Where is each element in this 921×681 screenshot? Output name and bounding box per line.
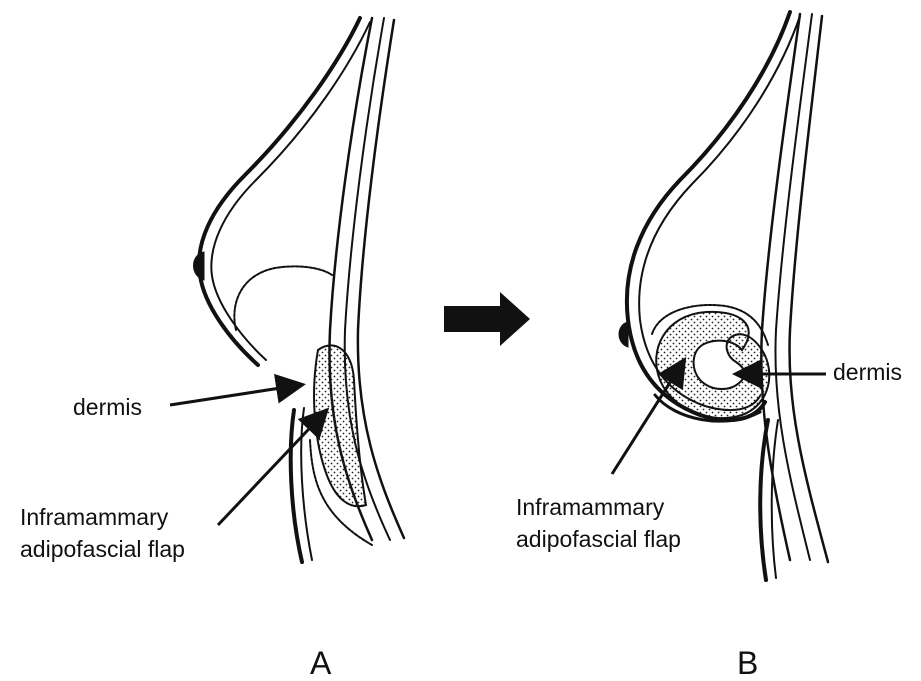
panel-b-dermis-label: dermis — [833, 358, 902, 386]
panel-a-flap-arrow — [218, 412, 325, 525]
panel-b-flap-label-line1: Inframammary — [516, 493, 664, 521]
panel-a-dermis-label: dermis — [73, 393, 142, 421]
panel-a-dermis-arrow — [170, 385, 300, 405]
panel-a-illustration — [194, 18, 405, 562]
panel-a-breast-skin-outer — [199, 18, 360, 365]
panel-b-chest-wall-1 — [761, 14, 800, 560]
panel-a-flap-label-line1: Inframammary — [20, 503, 168, 531]
panel-b-nipple — [619, 322, 628, 347]
panel-a-lower-skin-outer — [291, 410, 302, 562]
panel-a-flap-label-line2: adipofascial flap — [20, 535, 185, 563]
panel-b-chest-wall-3 — [789, 16, 828, 562]
panel-a-parenchyma — [234, 266, 332, 330]
right-arrow-icon — [444, 292, 530, 346]
panel-a-nipple — [194, 252, 205, 280]
panel-a-chest-wall-3 — [358, 20, 404, 538]
panel-b-flap-label-line2: adipofascial flap — [516, 525, 681, 553]
